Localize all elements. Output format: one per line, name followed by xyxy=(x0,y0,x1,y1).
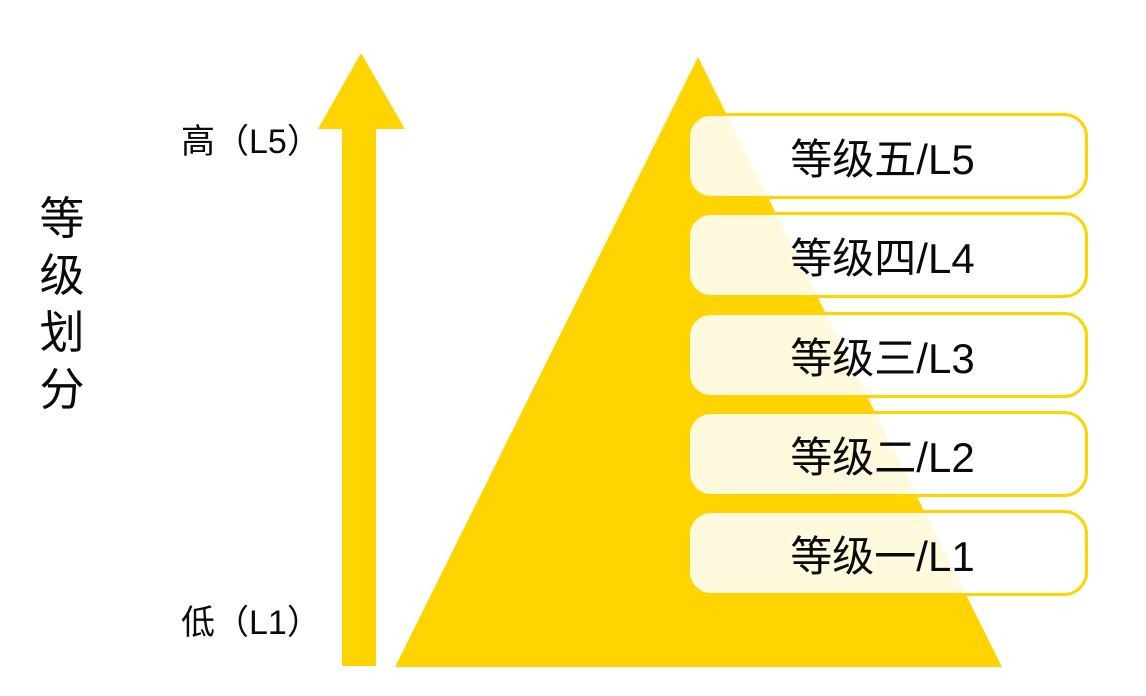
level-label-l1: 等级一/L1 xyxy=(790,532,975,580)
up-arrow-icon xyxy=(318,53,405,666)
level-box-l4: 等级四/L4 xyxy=(687,212,1088,298)
level-label-l3: 等级三/L3 xyxy=(790,334,975,382)
axis-title-char: 划 xyxy=(39,307,85,358)
level-box-l2: 等级二/L2 xyxy=(687,411,1088,497)
axis-title-char: 级 xyxy=(39,250,85,301)
level-box-l5: 等级五/L5 xyxy=(687,113,1088,199)
axis-title-vertical: 等 级 划 分 xyxy=(36,190,88,418)
arrow-bottom-label: 低（L1） xyxy=(181,604,321,642)
level-label-l4: 等级四/L4 xyxy=(790,234,975,282)
level-box-l1: 等级一/L1 xyxy=(687,510,1088,596)
level-label-l2: 等级二/L2 xyxy=(790,433,975,481)
level-label-l5: 等级五/L5 xyxy=(790,135,975,183)
axis-title-char: 等 xyxy=(39,193,85,244)
axis-title-char: 分 xyxy=(39,364,85,415)
arrow-top-label: 高（L5） xyxy=(181,123,321,161)
level-box-l3: 等级三/L3 xyxy=(687,312,1088,398)
